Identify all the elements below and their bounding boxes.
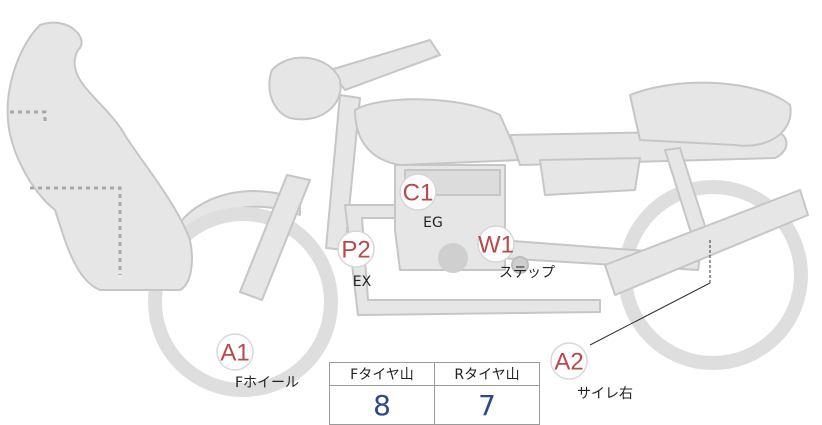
marker-p2[interactable]: P2 bbox=[338, 231, 374, 267]
part-label-engine: EG bbox=[423, 215, 443, 231]
engine-cover bbox=[439, 244, 467, 272]
tire-tread-table: Fタイヤ山 Rタイヤ山 8 7 bbox=[329, 362, 540, 425]
part-label-front-wheel: Fホイール bbox=[235, 375, 299, 391]
front-tire-header: Fタイヤ山 bbox=[330, 363, 435, 386]
tail-cowl bbox=[630, 83, 791, 146]
front-tire-value[interactable]: 8 bbox=[330, 386, 435, 425]
rear-tire-value[interactable]: 7 bbox=[435, 386, 540, 425]
part-label-exhaust: EX bbox=[353, 274, 372, 290]
marker-c1[interactable]: C1 bbox=[400, 174, 436, 210]
frame-top-tube bbox=[330, 40, 440, 90]
front-fairing bbox=[8, 23, 192, 290]
marker-code: W1 bbox=[478, 232, 514, 259]
marker-code: A1 bbox=[220, 340, 249, 367]
marker-code: P2 bbox=[341, 237, 370, 264]
part-label-step: ステップ bbox=[499, 265, 555, 281]
rear-tire-header: Rタイヤ山 bbox=[435, 363, 540, 386]
marker-w1[interactable]: W1 bbox=[478, 226, 514, 262]
marker-code: A2 bbox=[554, 349, 583, 376]
fuel-tank bbox=[355, 99, 520, 165]
marker-a2[interactable]: A2 bbox=[551, 343, 587, 379]
part-label-muffler-right: サイレ右 bbox=[577, 386, 633, 402]
side-cover bbox=[540, 158, 640, 195]
marker-code: C1 bbox=[403, 180, 434, 207]
headlight bbox=[269, 58, 340, 120]
marker-a1[interactable]: A1 bbox=[217, 334, 253, 370]
